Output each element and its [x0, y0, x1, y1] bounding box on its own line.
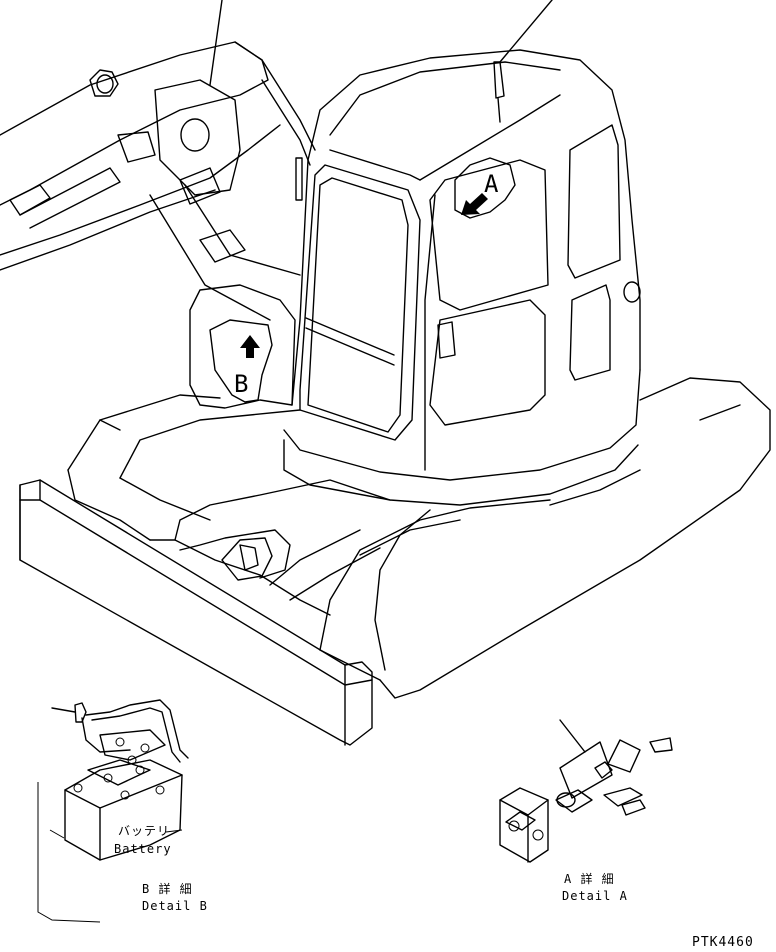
callout-b-region	[240, 335, 260, 358]
undercarriage	[67, 377, 771, 699]
detail-a-title-en: Detail A	[562, 889, 628, 903]
detail-a-illustration	[499, 719, 673, 863]
callout-b-label: B	[234, 370, 248, 398]
drawing-code: PTK4460	[692, 935, 754, 950]
battery-label-en: Battery	[114, 842, 172, 856]
battery-leader-line	[165, 829, 183, 833]
callout-a-region	[454, 157, 516, 219]
detail-b-title-jp: B 詳 細	[142, 882, 193, 896]
callout-a-label: A	[484, 170, 499, 198]
cab	[283, 0, 641, 506]
detail-b-title-en: Detail B	[142, 899, 208, 913]
detail-b-illustration	[37, 699, 189, 923]
boom-arm	[0, 0, 316, 321]
detail-a-title-jp: A 詳 細	[564, 872, 615, 886]
dozer-blade	[19, 479, 373, 746]
swing-body	[189, 284, 296, 409]
battery-label-jp: バッテリ	[118, 824, 171, 838]
